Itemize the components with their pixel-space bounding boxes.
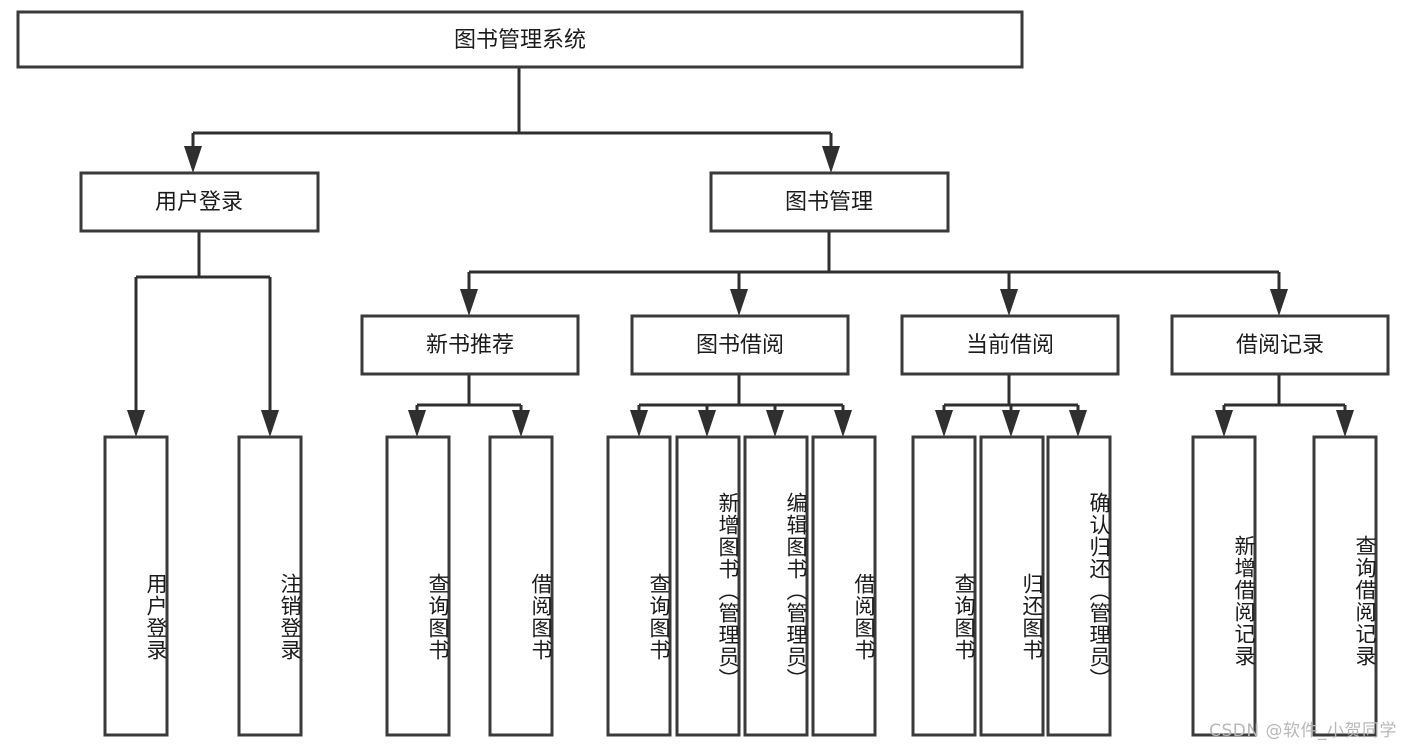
connector-newbook-to-leaves [408,374,530,437]
arrow-head-icon [408,410,426,437]
node-box[interactable] [979,435,1045,737]
arrow-head-icon [730,289,748,316]
node-user-login[interactable]: 用户登录 [79,171,320,233]
node-borrow-record[interactable]: 借阅记录 [1170,314,1390,376]
arrow-head-icon [184,146,202,173]
node-box[interactable] [630,314,850,376]
node-box[interactable] [360,314,580,376]
node-box[interactable] [16,10,1024,69]
connector-currentborrow-to-leaves [935,374,1087,437]
leaf-boxes-borrow-record [1191,435,1378,737]
arrow-head-icon [698,410,716,437]
arrow-head-icon [766,410,784,437]
node-box[interactable] [79,171,320,233]
connector-borrowrecord-to-leaves [1215,374,1354,437]
arrow-head-icon [512,410,530,437]
node-box[interactable] [385,435,451,737]
node-box[interactable] [103,435,169,737]
node-label: 用户登录 [155,190,243,215]
node-box[interactable] [911,435,977,737]
leaf-boxes-book-borrow [606,435,877,737]
leaf-boxes-new-book-recommend [385,435,554,737]
node-new-book-recommend[interactable]: 新书推荐 [360,314,580,376]
leaf-boxes-user-login [103,435,303,737]
arrow-head-icon [834,410,852,437]
node-label: 图书管理 [785,190,873,215]
node-box[interactable] [1046,435,1112,737]
arrow-head-icon [261,410,279,437]
node-box[interactable] [709,171,950,233]
arrow-head-icon [460,289,478,316]
connector-bookmgmt-to-level2 [460,231,1288,316]
node-box[interactable] [606,435,672,737]
arrow-head-icon [935,410,953,437]
arrow-head-icon [1270,289,1288,316]
node-label: 借阅记录 [1236,333,1324,358]
node-box[interactable] [488,435,554,737]
arrow-head-icon [127,410,145,437]
node-box[interactable] [1170,314,1390,376]
leaf-boxes-current-borrow [911,435,1112,737]
connector-userlogin-to-leaves [127,231,279,437]
connector-bookborrow-to-leaves [630,374,852,437]
node-box[interactable] [1191,435,1257,737]
node-current-borrow[interactable]: 当前借阅 [900,314,1120,376]
node-box[interactable] [675,435,741,737]
arrow-head-icon [1069,410,1087,437]
arrow-head-icon [1000,289,1018,316]
node-root-system[interactable]: 图书管理系统 [16,10,1024,69]
node-label: 当前借阅 [966,333,1054,358]
node-box[interactable] [811,435,877,737]
node-book-borrow[interactable]: 图书借阅 [630,314,850,376]
node-box[interactable] [237,435,303,737]
node-box[interactable] [900,314,1120,376]
watermark-credit: CSDN @软件_小贺同学 [1209,721,1397,741]
node-label: 新书推荐 [426,333,514,358]
node-book-management[interactable]: 图书管理 [709,171,950,233]
connector-root-to-level1 [184,67,840,173]
arrow-head-icon [1215,410,1233,437]
node-label: 图书借阅 [696,333,784,358]
arrow-head-icon [630,410,648,437]
node-label: 图书管理系统 [454,28,586,53]
arrow-head-icon [1002,410,1020,437]
node-box[interactable] [1312,435,1378,737]
node-box[interactable] [743,435,809,737]
arrow-head-icon [822,146,840,173]
arrow-head-icon [1336,410,1354,437]
